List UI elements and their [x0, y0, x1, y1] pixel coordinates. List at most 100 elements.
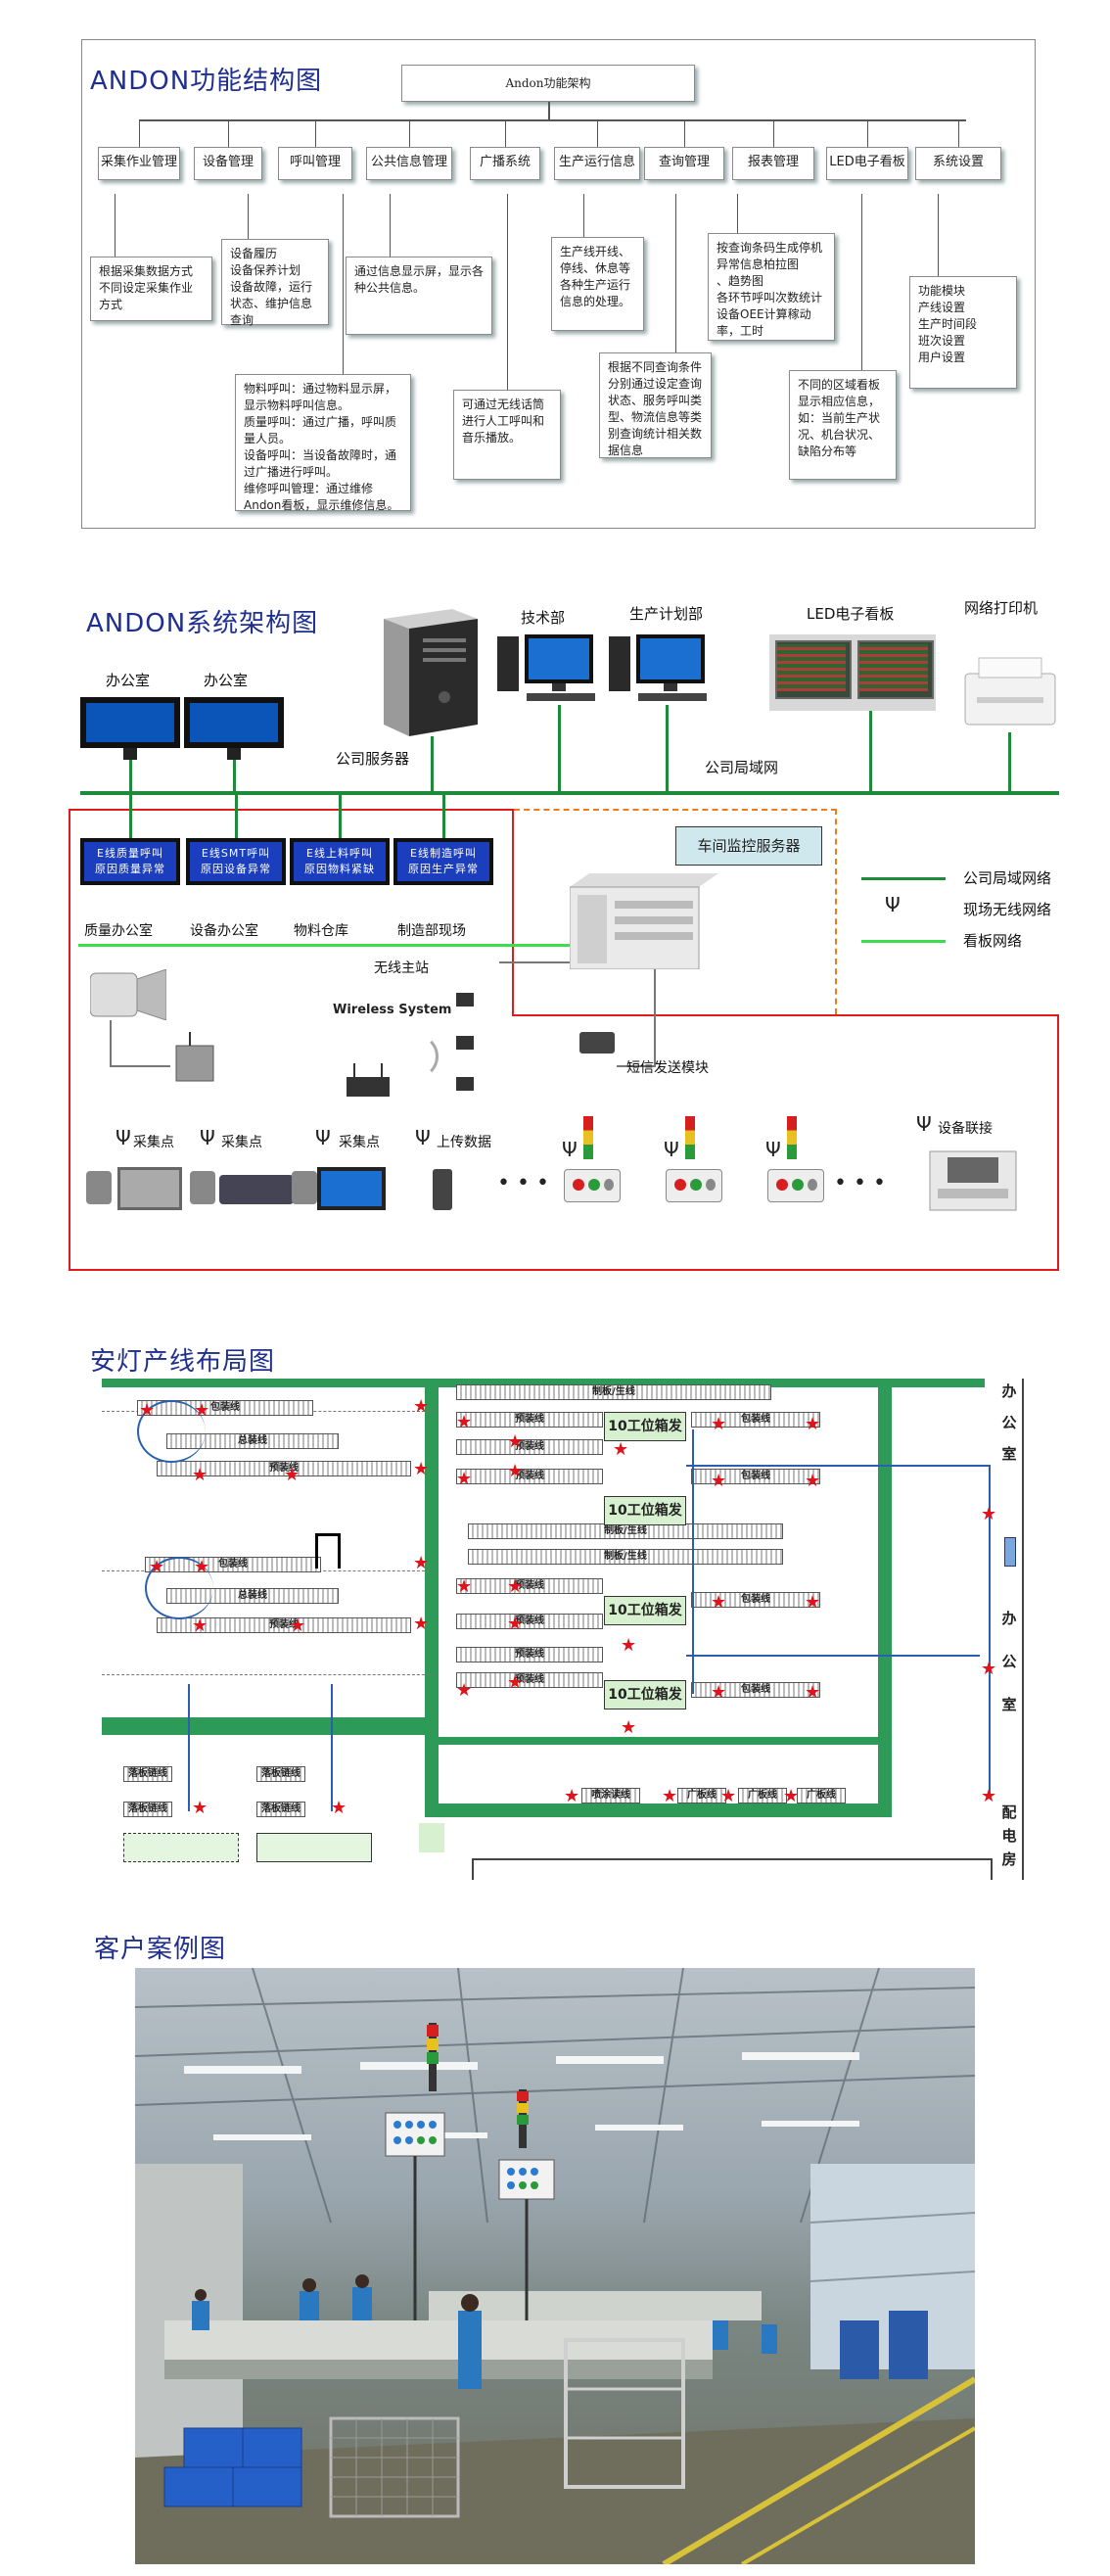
station-box-3: 10工位箱发 [604, 1596, 686, 1625]
office2-label: 办公室 [204, 672, 249, 689]
station-box-1: 10工位箱发 [604, 1412, 686, 1441]
company-server-icon [384, 609, 478, 736]
board-line1: E线SMT呼叫 [201, 847, 271, 860]
production-line-strip: 预装线 [456, 1672, 603, 1688]
andon-point-star-icon: ★ [413, 1553, 430, 1573]
board-location-label: 质量办公室 [84, 923, 153, 939]
tech-label: 技术部 [521, 609, 566, 627]
andon-point-star-icon: ★ [720, 1786, 737, 1806]
dots-1: • • • [497, 1171, 549, 1195]
office-top-char-2: 公 [1001, 1414, 1017, 1431]
production-line-strip: 广板线 [738, 1788, 787, 1803]
legend-lan-label: 公司局域网络 [963, 869, 1052, 887]
function-structure-frame [81, 39, 1036, 529]
cable-right-v [989, 1465, 991, 1798]
dots-2: • • • [834, 1171, 886, 1195]
wall-bottom [425, 1803, 892, 1817]
production-line-strip: 预装线 [456, 1469, 603, 1484]
andon-board: E线质量呼叫原因质量异常 [80, 838, 180, 885]
section1-title: ANDON功能结构图 [90, 67, 323, 96]
andon-point-star-icon: ★ [413, 1614, 430, 1634]
andon-point-star-icon: ★ [711, 1682, 727, 1703]
scanner-icon-1 [86, 1171, 112, 1204]
leaf-chaxun: 根据不同查询条件分别通过设定查询状态、服务呼叫类型、物流信息等类别查询统计相关数… [599, 352, 712, 458]
production-line-strip: 包装线 [691, 1592, 820, 1608]
leaf-shebei: 设备履历 设备保养计划 设备故障，运行状态、维护信息查询 [221, 239, 329, 327]
top-bus [139, 119, 966, 121]
board-line1: E线制造呼叫 [410, 847, 477, 860]
andon-board: E线SMT呼叫原因设备异常 [186, 838, 286, 885]
office-mid-char-2: 公 [1001, 1653, 1017, 1670]
board-lan-drop [339, 795, 342, 840]
leaf-guangbo: 可通过无线话筒进行人工呼叫和音乐播放。 [453, 390, 561, 480]
wall-mid-horizontal [439, 1737, 878, 1745]
cable-left-v2 [331, 1684, 333, 1811]
production-line-strip: 包装线 [691, 1469, 820, 1484]
production-line-strip: 预装线 [456, 1439, 603, 1455]
office2-monitor [184, 697, 284, 748]
category-node: 公共信息管理 [366, 147, 452, 180]
wireless-wave-icon [393, 1034, 439, 1079]
server-link-v [654, 969, 656, 1067]
sms-link-h [617, 1065, 656, 1067]
red-frame-right [1057, 1014, 1059, 1271]
andon-point-star-icon: ★ [613, 1439, 629, 1460]
andon-point-star-icon: ★ [621, 1635, 637, 1656]
conn-caiji [115, 194, 116, 257]
andon-point-star-icon: ★ [456, 1680, 473, 1701]
production-line-strip: 广板线 [797, 1788, 846, 1803]
category-connector [505, 119, 506, 147]
board-lan-drop [235, 795, 238, 840]
board-location-label: 制造部现场 [397, 923, 466, 939]
category-node: 系统设置 [915, 147, 1001, 180]
andon-point-star-icon: ★ [194, 1557, 210, 1577]
board-line2: 原因物料紧缺 [304, 863, 375, 875]
andon-point-star-icon: ★ [139, 1400, 156, 1421]
call-button-box [767, 1169, 824, 1202]
category-connector [867, 119, 868, 147]
desktop-pc-icon [317, 1167, 386, 1210]
lan-drop-office2 [233, 760, 236, 791]
andon-point-star-icon: ★ [290, 1616, 306, 1636]
conn-xitong [938, 194, 939, 276]
production-line-strip: 预装线 [456, 1578, 603, 1594]
lan-drop-tech [558, 705, 561, 791]
station-box-4: 10工位箱发 [604, 1680, 686, 1710]
ref-line-3 [102, 1674, 435, 1675]
board-network-line [78, 944, 578, 947]
bottom-box-3 [419, 1823, 444, 1852]
production-line-strip: 预装线 [157, 1617, 411, 1633]
lan-drop-printer [1008, 732, 1011, 791]
call-button-box [666, 1169, 722, 1202]
office1-label: 办公室 [106, 672, 151, 689]
category-node: 采集作业管理 [98, 147, 180, 180]
production-line-strip: 预装线 [456, 1412, 603, 1428]
power-room-char-2: 电 [1001, 1827, 1017, 1845]
conn-huijiao [343, 194, 344, 374]
company-server-label: 公司服务器 [336, 750, 410, 768]
led-label: LED电子看板 [807, 605, 895, 623]
andon-point-star-icon: ★ [621, 1717, 637, 1738]
cable-left-v1 [188, 1684, 190, 1811]
andon-point-star-icon: ★ [981, 1504, 997, 1524]
legend-board-label: 看板网络 [963, 932, 1023, 950]
stack-light-icon [685, 1116, 695, 1159]
andon-point-star-icon: ★ [805, 1592, 821, 1613]
wireless-system-label: Wireless System [333, 1003, 452, 1017]
lan-drop-office1 [129, 760, 132, 791]
category-connector [139, 119, 140, 147]
production-line-strip: 包装线 [691, 1682, 820, 1698]
root-connector [548, 102, 550, 119]
scanner-icon-3 [292, 1171, 317, 1204]
antenna-3: Ψ [315, 1126, 331, 1149]
red-frame-bottom [69, 1269, 1059, 1271]
andon-point-star-icon: ★ [413, 1459, 430, 1479]
board-line2: 原因生产异常 [408, 863, 479, 875]
andon-point-star-icon: ★ [507, 1672, 524, 1693]
andon-point-star-icon: ★ [456, 1576, 473, 1597]
category-node: 广播系统 [470, 147, 540, 180]
sms-module-icon [579, 1032, 615, 1054]
power-room-char-3: 房 [1001, 1850, 1017, 1868]
leaf-baobiao: 按查询条码生成停机异常信息柏拉图 、趋势图 各环节呼叫次数统计 设备OEE计算稼… [708, 233, 835, 341]
category-node: 报表管理 [732, 147, 814, 180]
